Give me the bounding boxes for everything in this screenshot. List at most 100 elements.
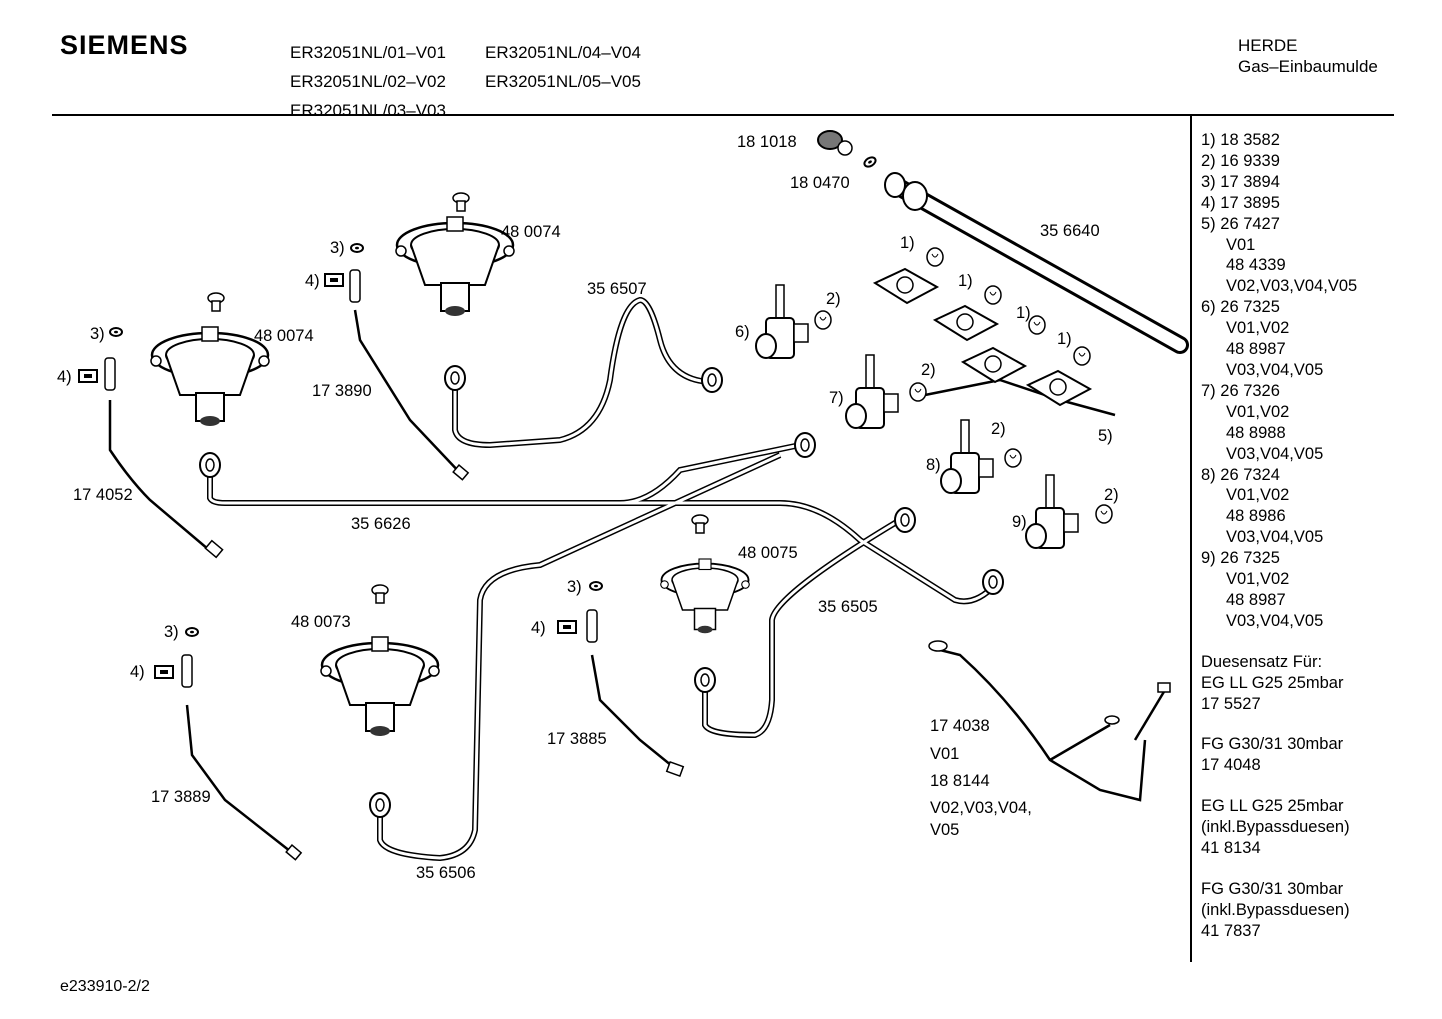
parts-list-subitem: 48 4339 [1226,256,1286,275]
clip-icon [324,273,344,287]
cap-icon [984,285,1002,305]
nozzle-set-line: FG G30/31 30mbar [1201,735,1344,754]
nozzle-set-line: 41 7837 [1201,921,1261,940]
category-subtitle: Gas–Einbaumulde [1238,57,1378,76]
model-number: ER32051NL/04–V04 [485,43,641,62]
nozzle-set-line: (inkl.Bypassduesen) [1201,900,1350,919]
nozzle-set-line: FG G30/31 30mbar [1201,880,1344,898]
callout-1: 1) [900,234,915,252]
nozzle-icon [444,365,466,391]
callout-4: 4) [130,663,145,681]
parts-list-item: 2) 16 9339 [1201,151,1280,170]
cap-icon [926,247,944,267]
parts-list-subitem: V02,V03,V04,V05 [1226,277,1358,296]
pipe-nut-icon [982,569,1004,595]
callout-2: 2) [921,361,936,379]
label-part-173890: 17 3890 [312,382,372,400]
callout-2: 2) [1104,486,1119,504]
nozzle-icon [369,792,391,818]
parts-list-subitem: V03,V04,V05 [1226,444,1324,463]
callout-1: 1) [1016,304,1031,322]
valve-8 [940,419,994,494]
parts-list-item: 4) 17 3895 [1201,193,1280,212]
screw-icon [207,292,225,312]
document-id: e233910-2/2 [60,978,150,995]
screw-icon [691,514,709,534]
label-part-480074: 48 0074 [501,223,561,241]
callout-7: 7) [829,389,844,407]
pipe-nut-icon [701,367,723,393]
spark-plate-icon [934,305,998,341]
parts-list-subitem: V01,V02 [1226,319,1290,338]
label-variant: V05 [930,821,959,839]
cap-icon [1073,346,1091,366]
nozzle-set-line: EG LL G25 25mbar [1201,673,1344,692]
callout-2: 2) [826,290,841,308]
burner-480073 [319,635,441,738]
nozzle-set-line: (inkl.Bypassduesen) [1201,818,1350,837]
parts-list-item: 5) 26 7427 [1201,214,1280,233]
washer-icon [589,581,603,591]
model-number: ER32051NL/01–V01 [290,43,446,62]
gas-pipes [207,296,998,862]
igniter-plug-icon [104,357,116,391]
category-title: HERDE [1238,36,1298,55]
knob-icon [909,382,927,402]
pipe-356505 [702,517,902,739]
parts-list-subitem: 48 8987 [1226,340,1286,359]
parts-list-subitem: 48 8987 [1226,590,1286,609]
label-part-188144: 18 8144 [930,772,990,790]
label-part-174052: 17 4052 [73,486,133,504]
callout-8: 8) [926,456,941,474]
label-part-356507: 35 6507 [587,280,647,298]
callout-3: 3) [90,325,105,343]
parts-list-item: 3) 17 3894 [1201,172,1280,191]
callout-3: 3) [567,578,582,596]
parts-list-item: 7) 26 7326 [1201,381,1280,400]
parts-list-item: 9) 26 7325 [1201,549,1280,568]
igniter-wires [108,309,1167,856]
nozzle-set-line: 17 5527 [1201,694,1261,713]
callout-2: 2) [991,420,1006,438]
cap-icon [1028,315,1046,335]
nozzle-set-line: Duesensatz Für: [1201,652,1323,671]
model-row: ER32051NL/01–V01 ER32051NL/04–V04 [290,38,680,67]
spark-plate-icon [962,347,1026,383]
callout-1: 1) [958,272,973,290]
brand-logo: SIEMENS [60,30,189,60]
label-part-480075: 48 0075 [738,544,798,562]
parts-list-item: 8) 26 7324 [1201,465,1280,484]
washer-icon [350,243,364,253]
category-block: HERDE Gas–Einbaumulde [1238,35,1378,77]
screw-icon [452,192,470,212]
burner-480074-top [394,215,516,318]
valve-6 [755,284,809,359]
clip-icon [78,369,98,383]
parts-list-subitem: V01,V02 [1226,402,1290,421]
parts-list-subitem: V03,V04,V05 [1226,611,1324,630]
parts-list-subitem: 48 8988 [1226,423,1286,442]
header-divider [52,114,1394,116]
label-part-173885: 17 3885 [547,730,607,748]
callout-9: 9) [1012,513,1027,531]
parts-list-subitem: V01 [1226,235,1256,254]
nozzle-set-line: 17 4048 [1201,756,1261,775]
knob-icon [1004,448,1022,468]
burner-480074-left [149,325,271,428]
model-number: ER32051NL/05–V05 [485,72,641,91]
clip-icon [154,665,174,679]
pipe-356626-a [207,442,801,506]
callout-3: 3) [330,239,345,257]
sidebar-divider [1190,116,1192,962]
callout-1: 1) [1057,330,1072,348]
parts-list-subitem: V03,V04,V05 [1226,360,1324,379]
valve-9 [1025,474,1079,549]
label-part-480074: 48 0074 [254,327,314,345]
pipe-nut-icon [894,507,916,533]
igniter-plug-icon [586,609,598,643]
washer-icon [109,327,123,337]
label-part-356626: 35 6626 [351,515,411,533]
parts-list-subitem: V03,V04,V05 [1226,528,1324,547]
